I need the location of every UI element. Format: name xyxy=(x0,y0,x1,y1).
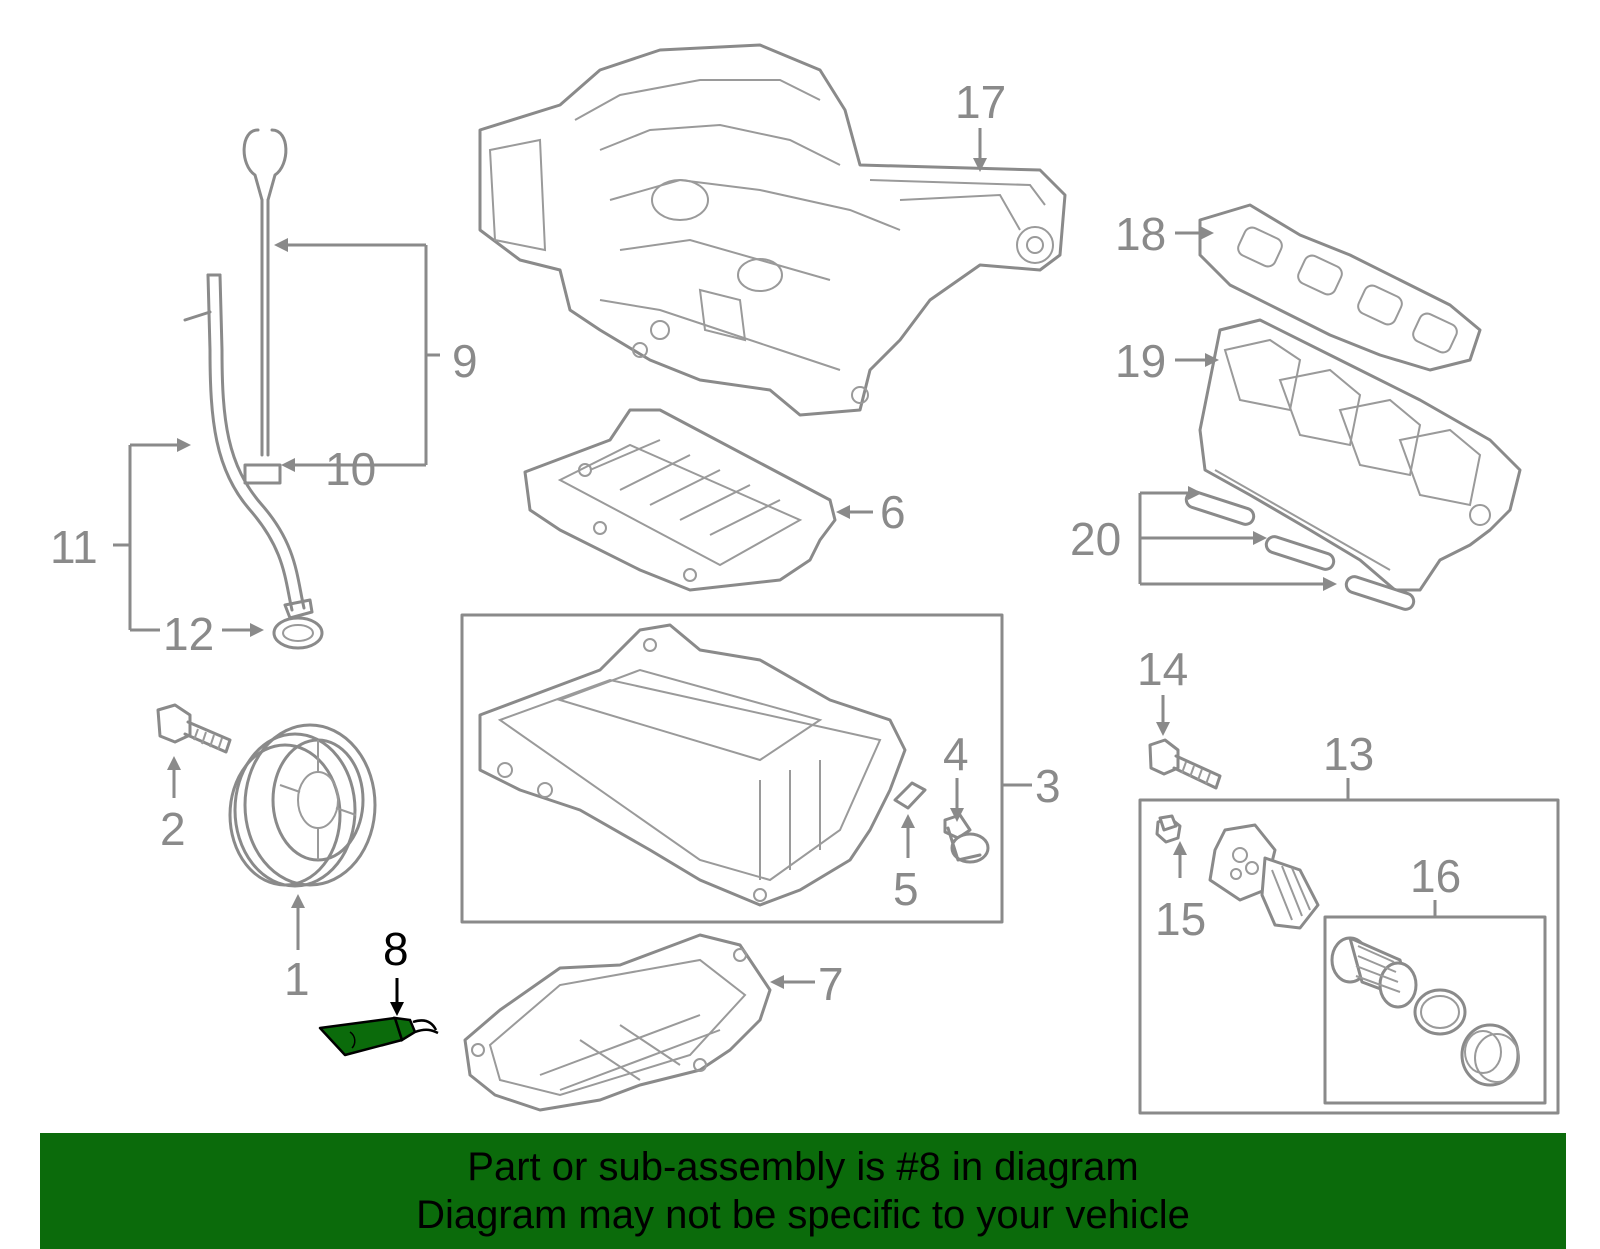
banner-line-part: Part or sub-assembly is #8 in diagram xyxy=(467,1145,1139,1189)
callout-8[interactable]: 8 xyxy=(383,923,409,975)
callout-5[interactable]: 5 xyxy=(893,863,919,915)
sensor-15 xyxy=(1158,814,1178,832)
callout-1[interactable]: 1 xyxy=(284,953,310,1005)
callout-13[interactable]: 13 xyxy=(1323,728,1374,780)
pulley-1 xyxy=(228,723,377,888)
callout-18[interactable]: 18 xyxy=(1115,208,1166,260)
callout-9[interactable]: 9 xyxy=(452,335,478,387)
callout-15[interactable]: 15 xyxy=(1155,893,1206,945)
upper-intake-manifold-17 xyxy=(478,43,1067,417)
callout-10[interactable]: 10 xyxy=(325,443,376,495)
leader-lines xyxy=(113,128,1437,1016)
callout-11[interactable]: 11 xyxy=(50,521,98,573)
bolt-14 xyxy=(1148,738,1222,790)
callout-3[interactable]: 3 xyxy=(1035,760,1061,812)
dipstick-tube-11 xyxy=(183,273,314,620)
sealant-tube-8 xyxy=(318,1016,439,1057)
callout-19[interactable]: 19 xyxy=(1115,335,1166,387)
callout-17[interactable]: 17 xyxy=(955,76,1006,128)
callout-4[interactable]: 4 xyxy=(943,728,969,780)
washer-5 xyxy=(893,781,927,810)
callout-labels: 17 18 19 20 6 9 10 11 12 2 1 3 4 5 7 8 1… xyxy=(50,76,1461,1010)
callout-12[interactable]: 12 xyxy=(163,608,214,660)
callout-6[interactable]: 6 xyxy=(880,486,906,538)
callout-20[interactable]: 20 xyxy=(1070,513,1121,565)
banner-line-disclaimer: Diagram may not be specific to your vehi… xyxy=(416,1193,1190,1237)
oil-pan-7 xyxy=(463,933,772,1112)
oil-filter-element-16 xyxy=(1323,915,1547,1105)
o-ring-12 xyxy=(272,616,324,650)
gasket-6 xyxy=(523,408,837,592)
lower-intake-manifold-19 xyxy=(1198,318,1522,592)
callout-16[interactable]: 16 xyxy=(1410,850,1461,902)
dipstick-9 xyxy=(242,128,288,485)
callout-2[interactable]: 2 xyxy=(160,803,186,855)
drain-plug-4 xyxy=(943,813,990,864)
gasket-18 xyxy=(1198,203,1482,372)
gaskets-20 xyxy=(1184,490,1416,611)
info-banner: Part or sub-assembly is #8 in diagram Di… xyxy=(40,1133,1566,1249)
callout-14[interactable]: 14 xyxy=(1137,643,1188,695)
oil-filter-assembly-13 xyxy=(1138,798,1560,1115)
bolt-2 xyxy=(156,703,232,754)
callout-7[interactable]: 7 xyxy=(818,958,844,1010)
oil-pan-upper-3 xyxy=(460,613,1004,924)
